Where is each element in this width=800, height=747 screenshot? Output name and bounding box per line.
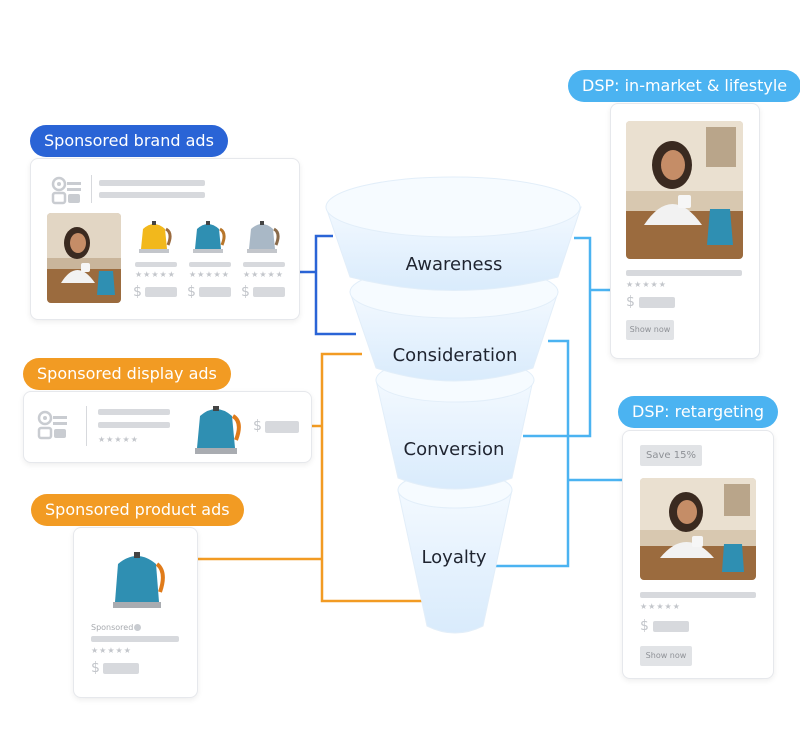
headline-placeholder <box>98 409 170 415</box>
title-placeholder <box>626 270 742 276</box>
dsp-retargeting-ad-card: Save 15% ★★★★★ $ Show now <box>622 430 774 679</box>
dsp-retargeting-pill: DSP: retargeting <box>618 396 779 428</box>
sponsored-display-ads-pill: Sponsored display ads <box>23 358 231 390</box>
lifestyle-photo <box>640 478 756 580</box>
title-placeholder <box>189 262 231 267</box>
rating-stars: ★★★★★ <box>91 646 132 655</box>
rating-stars: ★★★★★ <box>640 602 681 611</box>
kettle-silver <box>247 221 280 253</box>
info-icon <box>134 624 141 631</box>
sponsored-product-ad-card: Sponsored ★★★★★ $ <box>73 527 198 698</box>
stage-label-consideration: Consideration <box>392 345 518 366</box>
sponsored-brand-ads-pill: Sponsored brand ads <box>30 125 228 157</box>
rating-stars: ★★★★★ <box>626 280 667 289</box>
subline-placeholder <box>99 192 205 198</box>
lifestyle-photo <box>47 213 121 303</box>
price-placeholder <box>199 287 231 297</box>
price-currency: $ <box>640 618 649 634</box>
logo-placeholder-icon <box>37 410 67 440</box>
show-now-button[interactable]: Show now <box>640 646 692 666</box>
price-currency: $ <box>241 284 250 300</box>
show-now-button[interactable]: Show now <box>626 320 674 340</box>
subline-placeholder <box>98 422 170 428</box>
rating-stars: ★★★★★ <box>98 435 139 444</box>
kettle-blue <box>113 552 165 608</box>
logo-placeholder-icon <box>51 176 81 205</box>
price-placeholder <box>639 297 675 308</box>
title-placeholder <box>135 262 177 267</box>
title-placeholder <box>243 262 285 267</box>
rating-stars: ★★★★★ <box>189 270 230 279</box>
save-badge: Save 15% <box>640 445 702 466</box>
dsp-inmarket-connector-line <box>523 236 610 438</box>
price-currency: $ <box>133 284 142 300</box>
price-currency: $ <box>253 418 262 434</box>
stage-label-awareness: Awareness <box>405 254 503 275</box>
divider <box>91 175 92 203</box>
sponsored-product-ads-pill: Sponsored product ads <box>31 494 244 526</box>
price-currency: $ <box>187 284 196 300</box>
dsp-inmarket-ad-card: ★★★★★ $ Show now <box>610 103 760 359</box>
kettle-blue <box>195 406 241 454</box>
price-placeholder <box>653 621 689 632</box>
kettle-yellow <box>139 221 172 253</box>
display-connector-line <box>310 352 425 603</box>
rating-stars: ★★★★★ <box>243 270 284 279</box>
price-placeholder <box>265 421 299 433</box>
dsp-retargeting-connector-line <box>493 339 622 568</box>
lifestyle-photo <box>626 121 743 259</box>
stage-label-conversion: Conversion <box>403 439 505 460</box>
divider <box>86 406 87 446</box>
rating-stars: ★★★★★ <box>135 270 176 279</box>
price-placeholder <box>253 287 285 297</box>
price-placeholder <box>145 287 177 297</box>
title-placeholder <box>91 636 179 642</box>
sponsored-label: Sponsored <box>91 623 134 632</box>
price-currency: $ <box>91 660 100 676</box>
price-placeholder <box>103 663 139 674</box>
brand-connector-line <box>298 234 356 336</box>
funnel-stage-awareness <box>325 176 582 291</box>
kettle-blue <box>193 221 226 253</box>
sponsored-display-ad-card: ★★★★★ $ <box>23 391 312 463</box>
headline-placeholder <box>99 180 205 186</box>
price-currency: $ <box>626 294 635 310</box>
dsp-inmarket-pill: DSP: in-market & lifestyle <box>568 70 800 102</box>
stage-label-loyalty: Loyalty <box>421 547 487 568</box>
title-placeholder <box>640 592 756 598</box>
sponsored-brand-ad-card: ★★★★★ ★★★★★ ★★★★★ $ $ $ <box>30 158 300 320</box>
